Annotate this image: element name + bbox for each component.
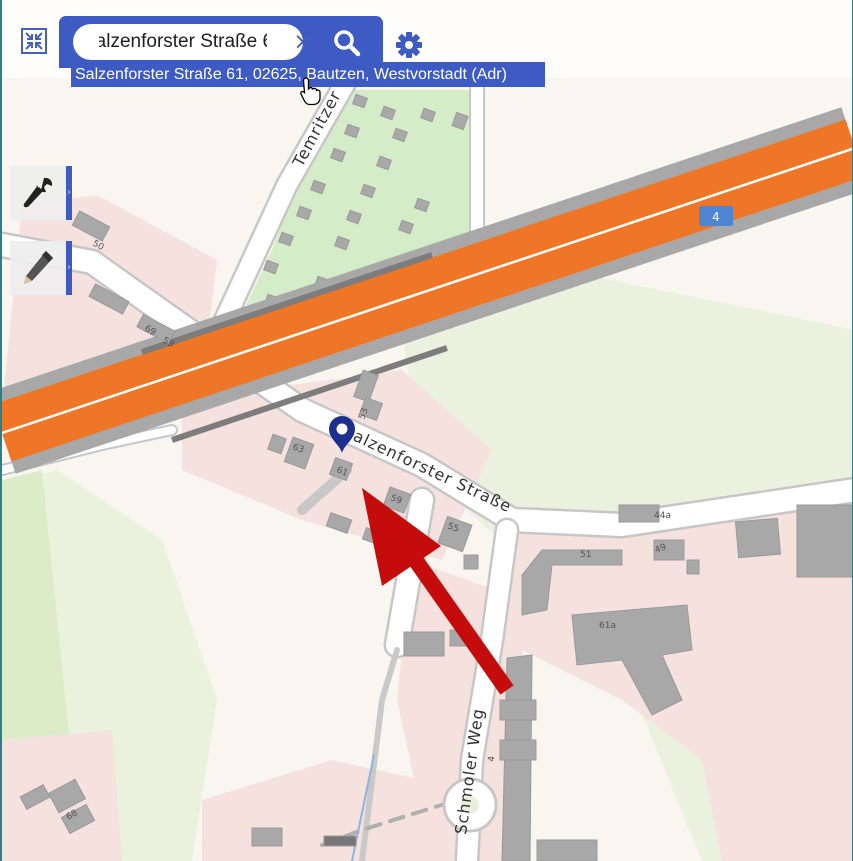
turning-circle-island xyxy=(461,796,479,814)
pencil-icon xyxy=(24,251,53,284)
draw-button[interactable]: › xyxy=(10,241,72,295)
clear-search-button[interactable]: × xyxy=(293,29,313,55)
svg-text:53: 53 xyxy=(357,407,370,421)
residential-area-se xyxy=(497,500,852,861)
svg-text:68: 68 xyxy=(65,808,80,822)
buildings xyxy=(19,210,852,861)
tools-button[interactable]: › xyxy=(10,166,72,220)
route-badge: 4 xyxy=(699,206,733,226)
svg-text:50: 50 xyxy=(91,239,106,253)
fullscreen-toggle-button[interactable] xyxy=(20,27,48,55)
svg-text:61: 61 xyxy=(335,465,349,478)
svg-text:61a: 61a xyxy=(599,621,616,631)
svg-text:69: 69 xyxy=(143,324,158,338)
chevron-right-icon: › xyxy=(67,262,71,273)
svg-text:59: 59 xyxy=(161,336,176,350)
svg-text:4: 4 xyxy=(712,210,720,224)
gear-icon xyxy=(396,32,422,58)
annotation-arrow-icon xyxy=(362,488,514,695)
svg-text:59: 59 xyxy=(389,493,403,506)
svg-text:63: 63 xyxy=(291,442,305,455)
highway-b4 xyxy=(2,107,852,474)
house-numbers: 50 69 59 63 61 59 55 44a 51 49 61a 53 4 … xyxy=(65,239,671,823)
svg-text:55: 55 xyxy=(446,521,460,534)
search-input[interactable] xyxy=(73,24,303,60)
svg-text:4: 4 xyxy=(487,755,497,762)
hand-cursor-icon xyxy=(300,77,321,106)
search-panel: × xyxy=(59,16,383,68)
svg-text:49: 49 xyxy=(654,542,668,555)
wrench-icon xyxy=(23,177,53,208)
collapse-fullscreen-icon xyxy=(21,28,47,54)
search-button[interactable] xyxy=(332,28,362,58)
svg-text:44a: 44a xyxy=(654,511,671,521)
location-marker-icon[interactable] xyxy=(329,416,355,453)
settings-button[interactable] xyxy=(394,30,424,60)
svg-text:51: 51 xyxy=(580,550,591,560)
magnifier-icon xyxy=(334,30,361,57)
chevron-right-icon: › xyxy=(67,187,71,198)
